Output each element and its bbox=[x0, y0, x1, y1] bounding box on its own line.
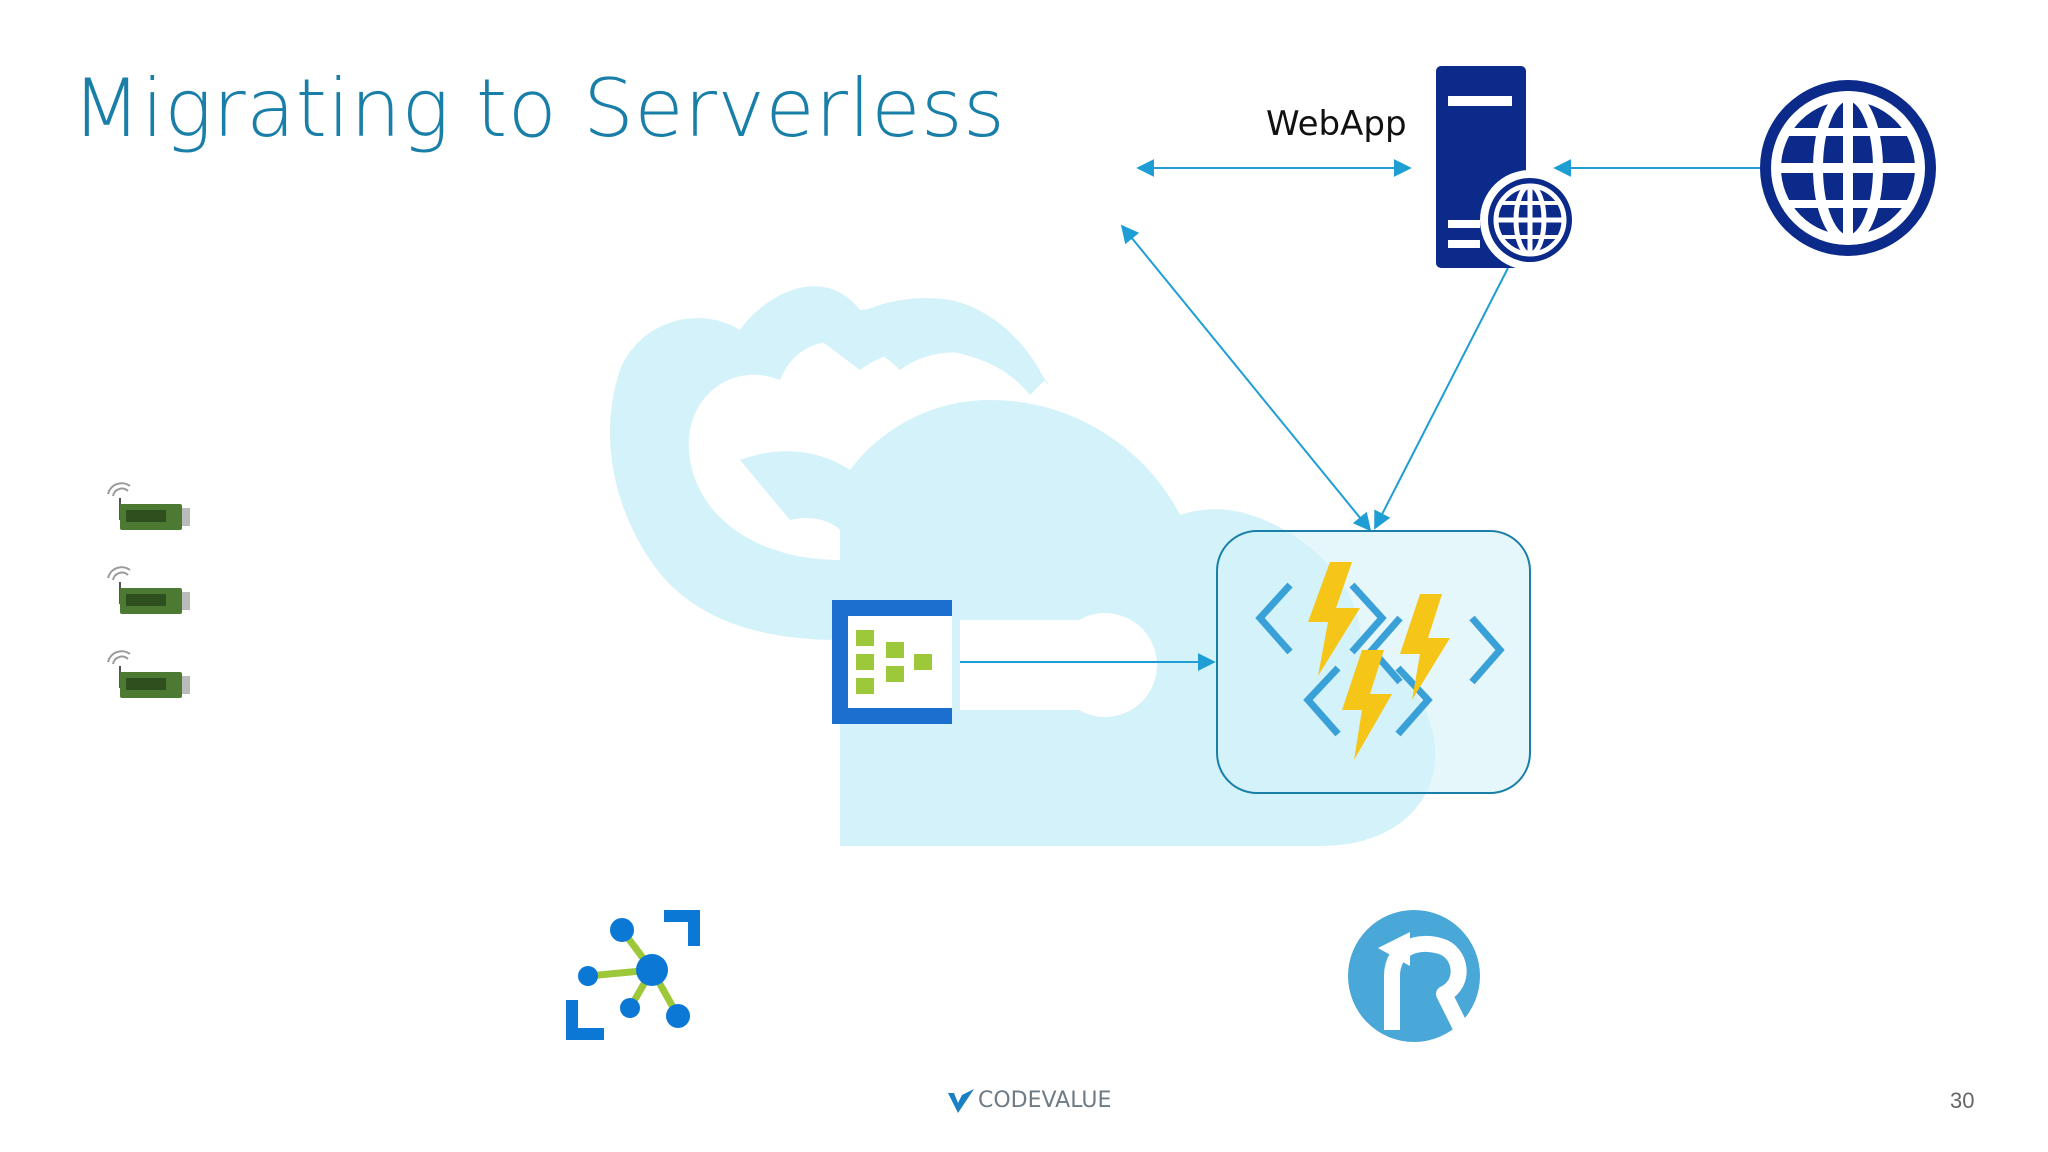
logo-text: CODEVALUE bbox=[978, 1088, 1112, 1113]
webapp-label: WebApp bbox=[1266, 104, 1407, 144]
globe-icon bbox=[1760, 80, 1936, 256]
arrow-server-to-functions bbox=[1374, 267, 1509, 530]
page-number: 30 bbox=[1950, 1088, 1975, 1113]
iot-hub-icon bbox=[566, 910, 700, 1040]
web-server-icon bbox=[1436, 66, 1580, 270]
check-logo-icon bbox=[948, 1088, 974, 1113]
redo-icon bbox=[1348, 910, 1480, 1042]
connection-arrows bbox=[960, 159, 1760, 671]
arrow-functions-diagonal bbox=[1120, 224, 1372, 532]
codevalue-logo: CODEVALUE bbox=[948, 1088, 1111, 1113]
slide-title: Migrating to Serverless bbox=[72, 62, 1006, 155]
azure-functions-icon bbox=[1216, 530, 1531, 794]
event-hub-icon bbox=[832, 600, 952, 724]
iot-device-icon bbox=[107, 482, 190, 698]
